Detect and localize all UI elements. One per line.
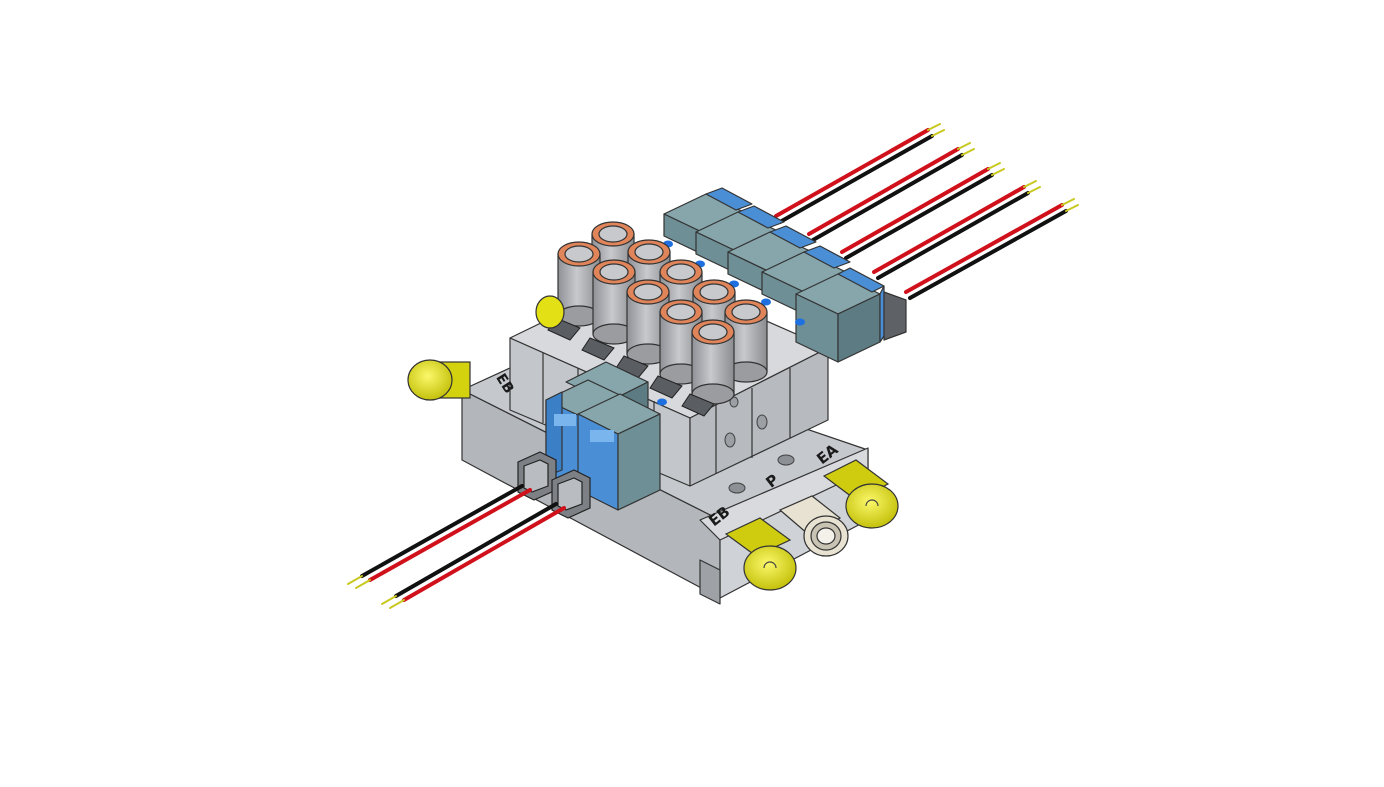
push-in-fittings	[557, 221, 768, 405]
rear-solenoid-row	[663, 187, 907, 363]
yellow-plug-icon	[724, 517, 797, 591]
valve-side-holes	[724, 396, 768, 448]
yellow-plug-icon	[822, 459, 899, 529]
push-in-fitting-icon	[626, 279, 670, 365]
push-in-fitting-icon	[691, 319, 735, 405]
supply-port-fitting	[778, 495, 849, 557]
push-in-fitting-icon	[557, 241, 601, 327]
front-wire-bundle	[347, 484, 566, 609]
yellow-plug-icon	[535, 295, 565, 329]
rear-wire-bundle	[774, 123, 1079, 300]
wire-connectors	[517, 451, 591, 519]
yellow-plug-icon	[407, 359, 471, 401]
